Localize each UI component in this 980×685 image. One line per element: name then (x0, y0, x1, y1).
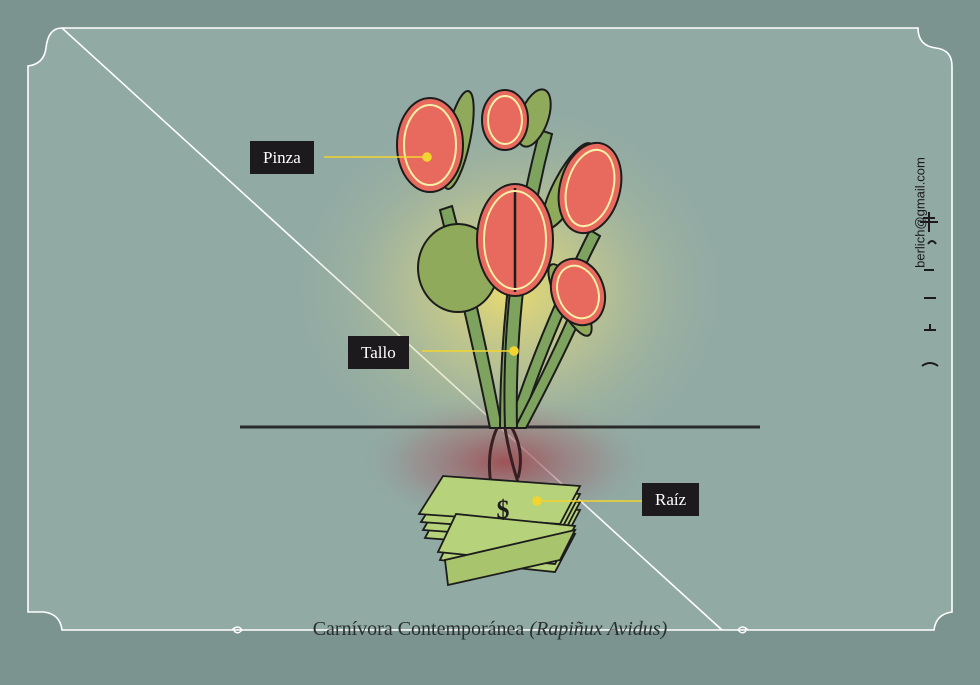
venus-flytraps (396, 89, 623, 327)
label-pinza: Pinza (250, 141, 314, 174)
trap-center (476, 183, 554, 297)
label-tallo: Tallo (348, 336, 409, 369)
frame-ornament-right (737, 626, 749, 634)
caption-main: Carnívora Contemporánea (312, 618, 525, 640)
leader-lines (324, 152, 642, 506)
signature-logo (920, 212, 939, 367)
author-email: berlich@gmail.com (912, 157, 928, 268)
label-raiz: Raíz (642, 483, 700, 516)
trap-right (557, 141, 623, 235)
money-stack (417, 475, 582, 587)
caption-scientific: (Rapiñux Avidus) (529, 618, 668, 640)
dollar-icon: $ (497, 495, 510, 524)
trap-top (481, 89, 529, 151)
trap-left (396, 97, 464, 193)
caption: Carnívora Contemporánea (Rapiñux Avidus) (250, 618, 730, 641)
frame-ornament-left (231, 626, 243, 634)
trap-lower-right (549, 257, 607, 327)
